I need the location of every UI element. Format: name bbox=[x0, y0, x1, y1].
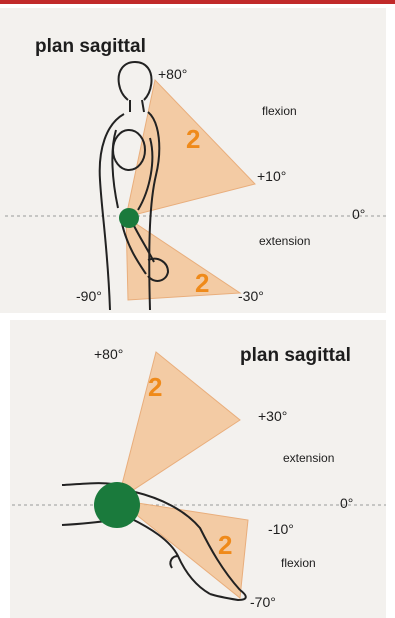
flexion-label-bottom: flexion bbox=[281, 556, 316, 570]
extension-label-top: extension bbox=[259, 234, 310, 248]
range-badge-lower-bottom: 2 bbox=[218, 530, 232, 561]
angle-label-plus10-top: +10° bbox=[257, 168, 286, 184]
extension-range-wedge-top bbox=[126, 217, 240, 300]
angle-label-plus30-bottom: +30° bbox=[258, 408, 287, 424]
angle-label-zero-top: 0° bbox=[352, 206, 365, 222]
angle-label-minus10-bottom: -10° bbox=[268, 521, 294, 537]
extension-label-bottom: extension bbox=[283, 451, 334, 465]
top-title: plan sagittal bbox=[35, 36, 146, 58]
range-badge-upper-bottom: 2 bbox=[148, 372, 162, 403]
shoulder-joint-bottom bbox=[94, 482, 140, 528]
angle-label-minus30-top: -30° bbox=[238, 288, 264, 304]
range-badge-upper-top: 2 bbox=[186, 124, 200, 155]
angle-label-plus80-top: +80° bbox=[158, 66, 187, 82]
angle-label-zero-bottom: 0° bbox=[340, 495, 353, 511]
extension-range-wedge-bottom bbox=[118, 352, 240, 500]
flexion-label-top: flexion bbox=[262, 104, 297, 118]
shoulder-joint-top bbox=[119, 208, 139, 228]
range-badge-lower-top: 2 bbox=[195, 268, 209, 299]
angle-label-minus90-top: -90° bbox=[76, 288, 102, 304]
angle-label-plus80-bottom: +80° bbox=[94, 346, 123, 362]
angle-label-minus70-bottom: -70° bbox=[250, 594, 276, 610]
bottom-title: plan sagittal bbox=[240, 345, 351, 367]
